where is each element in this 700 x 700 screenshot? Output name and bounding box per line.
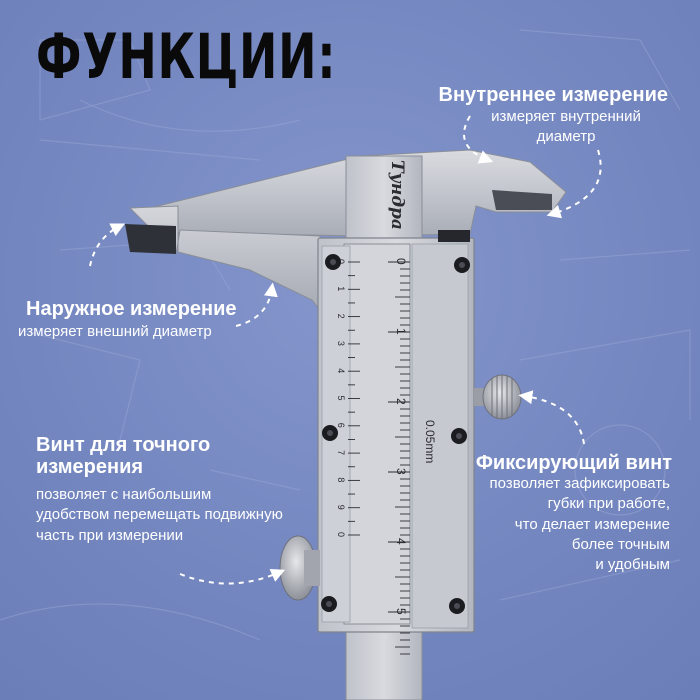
main-scale-number: 5	[394, 608, 408, 615]
lock-screw-heading: Фиксирующий винт	[475, 452, 672, 474]
main-scale-number: 3	[394, 468, 408, 475]
desc-line: удобством перемещать подвижную	[36, 506, 283, 524]
desc-line: позволяет зафиксировать	[489, 475, 670, 492]
inner-jaw	[492, 190, 552, 210]
vernier-ticks	[348, 261, 360, 536]
vernier-number: 4	[336, 368, 346, 373]
beam-tab	[438, 230, 470, 242]
fine-adjust-wheel	[279, 535, 320, 601]
main-scale-number: 2	[394, 398, 408, 405]
outer-jaw-tip	[125, 224, 176, 254]
vernier-number: 8	[336, 477, 346, 482]
heading-line: измерения	[36, 456, 144, 479]
lock-screw-desc: позволяет зафиксировать губки при работе…	[430, 474, 670, 575]
main-scale-number: 0	[394, 258, 408, 265]
main-scale-number: 4	[394, 538, 408, 545]
desc-line: измеряет внутренний	[491, 108, 641, 125]
brand-logo: Тундра	[387, 160, 407, 230]
scale-unit-label: 0.05mm	[423, 420, 437, 463]
vernier-number: 2	[336, 314, 346, 319]
main-scale-labels: 0 1 2 3 4 5	[394, 258, 408, 615]
main-scale-number: 1	[394, 328, 408, 335]
desc-line: часть при измерении	[36, 526, 184, 544]
vernier-labels: 0 1 2 3 4 5 6 7 8 9 0	[336, 259, 346, 537]
desc-line: что делает измерение	[514, 515, 670, 533]
heading-line: Винт для точного	[36, 434, 211, 456]
fine-screw-heading: Винт для точного измерения	[36, 434, 276, 479]
outer-measurement-desc: измеряет внешний диаметр	[18, 322, 258, 342]
main-scale-ticks	[388, 261, 410, 655]
fine-screw-desc: позволяет с наибольшим удобством перемещ…	[36, 485, 306, 546]
inner-measurement-heading: Внутреннее измерение	[438, 84, 668, 106]
desc-line: позволяет с наибольшим	[36, 486, 212, 503]
scale-window	[343, 243, 411, 625]
desc-line: губки при работе,	[547, 495, 670, 513]
vernier-number: 3	[336, 341, 346, 346]
outer-measurement-heading: Наружное измерение	[26, 298, 237, 320]
vernier-number: 6	[336, 423, 346, 428]
page-title: ФУНКЦИИ:	[36, 20, 337, 93]
desc-line: диаметр	[536, 128, 596, 146]
desc-line: более точным	[571, 535, 670, 553]
lock-screw	[474, 374, 522, 420]
desc-line: измеряет внешний диаметр	[18, 323, 212, 340]
vernier-number: 1	[336, 286, 346, 291]
inner-measurement-desc: измеряет внутренний диаметр	[456, 107, 676, 148]
vernier-number: 0	[336, 532, 346, 537]
vernier-number: 7	[336, 450, 346, 455]
vernier-number: 0	[336, 259, 346, 264]
vernier-number: 5	[336, 396, 346, 401]
desc-line: и удобным	[595, 556, 670, 573]
outer-jaw	[128, 205, 321, 312]
vernier-number: 9	[336, 505, 346, 510]
